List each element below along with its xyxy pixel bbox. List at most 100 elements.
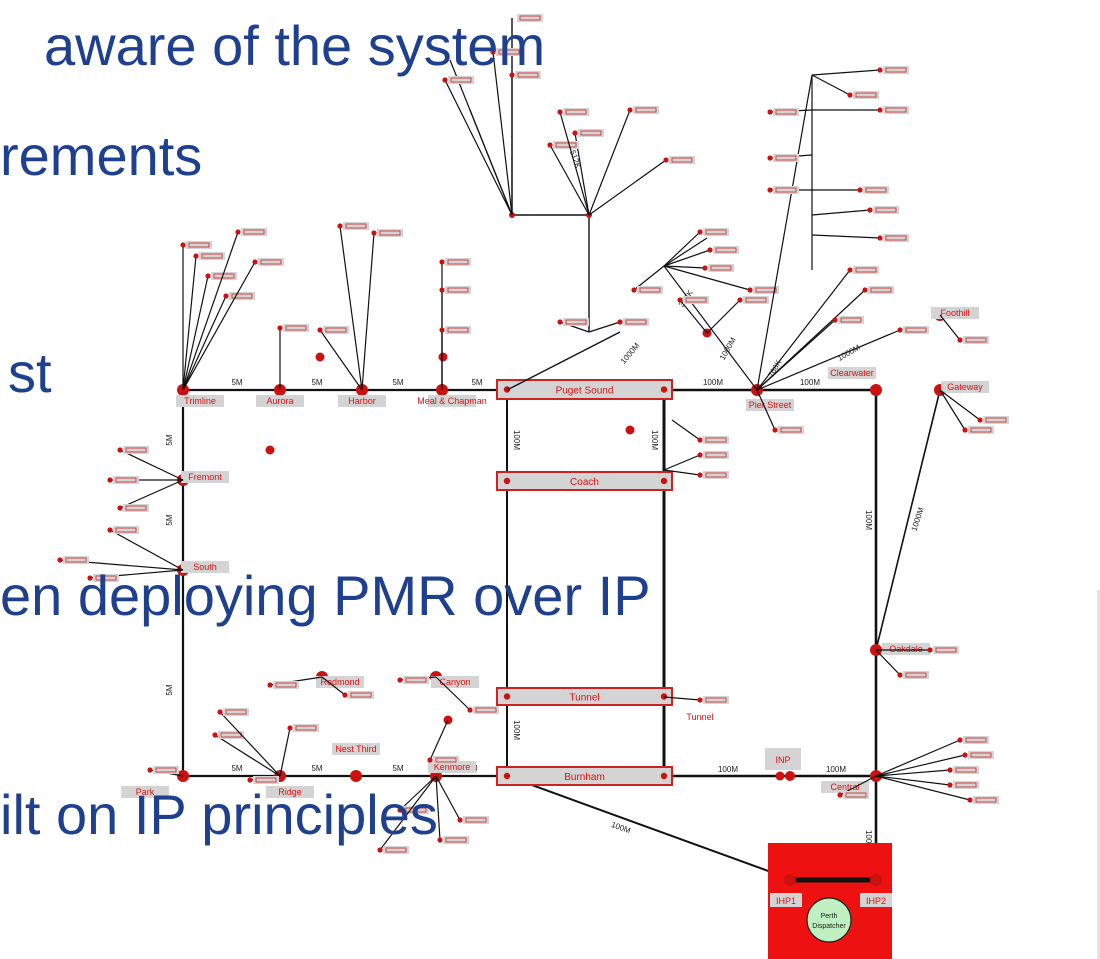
link-rate-label: 100M bbox=[650, 430, 659, 450]
endpoint-device bbox=[443, 836, 469, 844]
endpoint-device-mark bbox=[775, 109, 797, 115]
endpoint-device-mark bbox=[435, 757, 457, 763]
branch-link bbox=[279, 727, 291, 777]
site-label-box bbox=[431, 676, 479, 688]
endpoint-device bbox=[903, 326, 929, 334]
endpoint-node bbox=[967, 797, 973, 803]
endpoint-device bbox=[199, 252, 225, 260]
hub-port bbox=[660, 772, 668, 780]
endpoint-node bbox=[247, 777, 253, 783]
endpoint-node bbox=[547, 142, 553, 148]
endpoint-node bbox=[877, 107, 883, 113]
branch-link bbox=[663, 265, 706, 269]
endpoint-device-mark bbox=[465, 817, 487, 823]
endpoint-device-mark bbox=[935, 647, 957, 653]
site-label-box bbox=[121, 786, 169, 798]
site-label-box bbox=[941, 381, 989, 393]
endpoint-device-mark bbox=[970, 752, 992, 758]
site-label: Canyon bbox=[439, 677, 470, 687]
branch-link bbox=[663, 469, 701, 476]
branch-link bbox=[939, 389, 966, 431]
endpoint-device-mark bbox=[188, 242, 210, 248]
endpoint-device-mark bbox=[775, 187, 797, 193]
branch-link bbox=[119, 449, 184, 481]
endpoint-device bbox=[211, 272, 237, 280]
endpoint-device bbox=[963, 336, 989, 344]
endpoint-node bbox=[867, 207, 873, 213]
endpoint-device-mark bbox=[715, 247, 737, 253]
endpoint-device-mark bbox=[970, 427, 992, 433]
endpoint-device bbox=[983, 416, 1009, 424]
branch-link bbox=[663, 454, 701, 471]
branch-link bbox=[182, 255, 197, 391]
endpoint-device bbox=[713, 246, 739, 254]
endpoint-node bbox=[947, 782, 953, 788]
endpoint-device-mark bbox=[385, 847, 407, 853]
endpoint-device bbox=[63, 556, 89, 564]
link-rate-label: 100M bbox=[864, 510, 873, 530]
site-label-box bbox=[332, 743, 380, 755]
inp-box bbox=[765, 748, 801, 770]
branch-link bbox=[379, 775, 437, 851]
endpoint-device-mark bbox=[447, 259, 469, 265]
endpoint-device bbox=[773, 154, 799, 162]
endpoint-node bbox=[832, 317, 838, 323]
endpoint-device bbox=[563, 108, 589, 116]
branch-link bbox=[811, 234, 881, 239]
endpoint-node bbox=[977, 417, 983, 423]
endpoint-device bbox=[433, 756, 459, 764]
branch-link bbox=[219, 711, 281, 777]
endpoint-device-mark bbox=[565, 109, 587, 115]
endpoint-node bbox=[442, 77, 448, 83]
branch-link bbox=[875, 754, 966, 777]
branch-link bbox=[182, 261, 256, 391]
site-label-box bbox=[176, 395, 224, 407]
hub-port bbox=[503, 772, 511, 780]
endpoint-device-mark bbox=[780, 427, 802, 433]
branch-link bbox=[939, 389, 981, 421]
endpoint-node bbox=[767, 155, 773, 161]
site-node bbox=[350, 770, 362, 782]
ihp1-label: IHP1 bbox=[776, 896, 796, 906]
endpoint-node bbox=[107, 527, 113, 533]
inp-label: INP bbox=[775, 755, 790, 765]
endpoint-device-mark bbox=[705, 437, 727, 443]
link-rate-label: 100M bbox=[718, 765, 738, 774]
endpoint-device bbox=[123, 504, 149, 512]
hub-label: Tunnel bbox=[569, 693, 599, 704]
endpoint-node bbox=[377, 847, 383, 853]
branch-link bbox=[588, 159, 667, 216]
site-label: Kenmore bbox=[434, 762, 471, 772]
endpoint-node bbox=[557, 319, 563, 325]
endpoint-device-mark bbox=[685, 297, 707, 303]
endpoint-device bbox=[753, 286, 779, 294]
site-node bbox=[870, 384, 882, 396]
site-label: Central bbox=[830, 782, 859, 792]
branch-link bbox=[875, 775, 951, 786]
endpoint-device bbox=[963, 736, 989, 744]
endpoint-node bbox=[957, 337, 963, 343]
endpoint-node bbox=[627, 107, 633, 113]
branch-link bbox=[811, 69, 881, 76]
endpoint-device-mark bbox=[775, 155, 797, 161]
link-rate-label: 5M bbox=[311, 378, 322, 387]
branch-link bbox=[663, 231, 701, 267]
endpoint-device bbox=[186, 241, 212, 249]
endpoint-node bbox=[631, 287, 637, 293]
link-rate-label: 100M bbox=[512, 430, 521, 450]
branch-link bbox=[663, 696, 701, 701]
endpoint-device bbox=[853, 91, 879, 99]
endpoint-device-mark bbox=[975, 797, 997, 803]
endpoint-device-mark bbox=[260, 259, 282, 265]
endpoint-device bbox=[113, 526, 139, 534]
endpoint-node bbox=[509, 72, 515, 78]
relay-node bbox=[625, 425, 635, 435]
endpoint-device-mark bbox=[519, 15, 541, 21]
endpoint-device bbox=[883, 106, 909, 114]
endpoint-node bbox=[342, 692, 348, 698]
endpoint-node bbox=[427, 757, 433, 763]
endpoint-device bbox=[703, 436, 729, 444]
endpoint-device bbox=[953, 766, 979, 774]
link-rate-label: 100M bbox=[703, 378, 723, 387]
endpoint-device bbox=[683, 296, 709, 304]
